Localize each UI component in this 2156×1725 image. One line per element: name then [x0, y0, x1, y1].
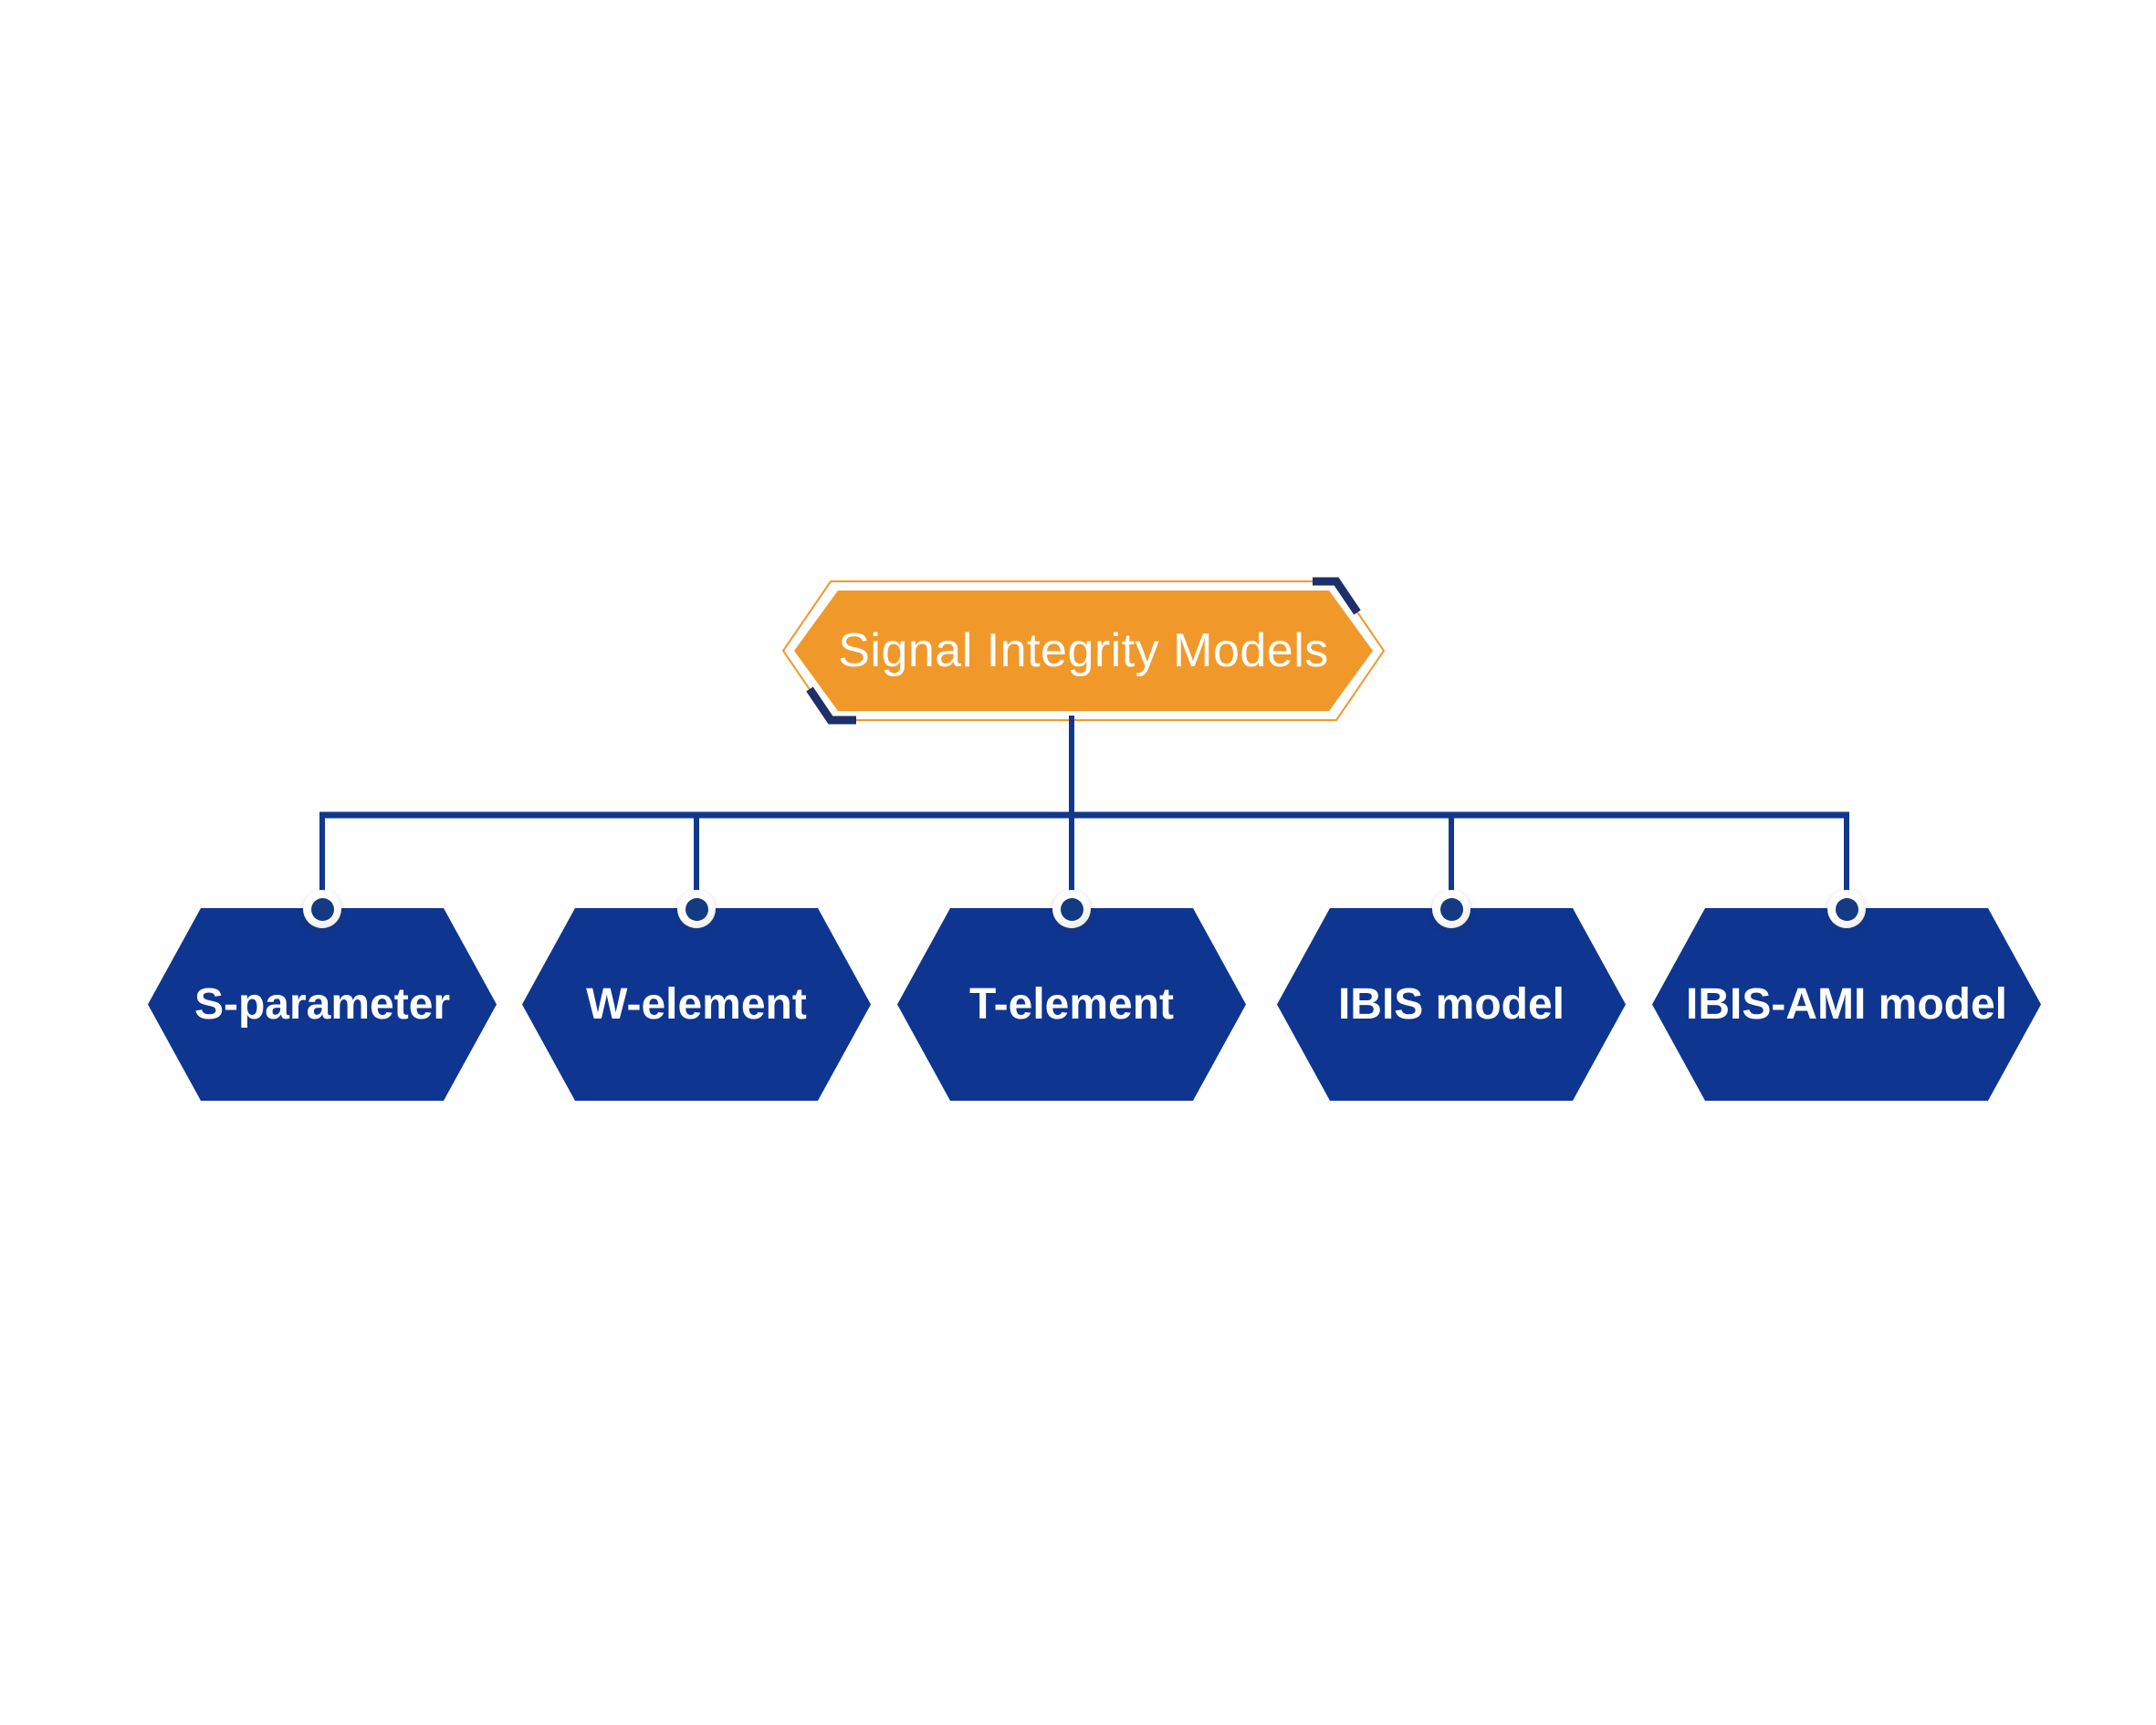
diagram-node-ibis-model: IBIS model: [1277, 908, 1626, 1101]
connector-pin: [1432, 890, 1470, 928]
connector-pin: [303, 890, 341, 928]
diagram-node-ibis-ami-model: IBIS-AMI model: [1652, 908, 2041, 1101]
diagram-node-s-parameter: S-parameter: [148, 908, 497, 1101]
node-label: W-element: [586, 980, 807, 1029]
pin-dot: [1060, 897, 1083, 921]
connector-pin: [1827, 890, 1866, 928]
pin-dot: [1835, 897, 1858, 921]
pin-dot: [1439, 897, 1463, 921]
corner-accent-bottom-left: [806, 686, 856, 725]
diagram-node-root: Signal Integrity Models: [794, 591, 1373, 711]
corner-accent-top-right: [1313, 577, 1361, 615]
connector-pin: [677, 890, 716, 928]
diagram-node-t-element: T-element: [897, 908, 1246, 1101]
node-label: IBIS model: [1337, 980, 1565, 1029]
node-label: S-parameter: [194, 980, 451, 1029]
pin-dot: [685, 897, 708, 921]
diagram-node-w-element: W-element: [522, 908, 871, 1101]
node-label: IBIS-AMI model: [1685, 980, 2007, 1029]
root-node-label: Signal Integrity Models: [838, 624, 1329, 677]
node-label: T-element: [968, 980, 1175, 1029]
connector-pin: [1052, 890, 1091, 928]
pin-dot: [310, 897, 334, 921]
